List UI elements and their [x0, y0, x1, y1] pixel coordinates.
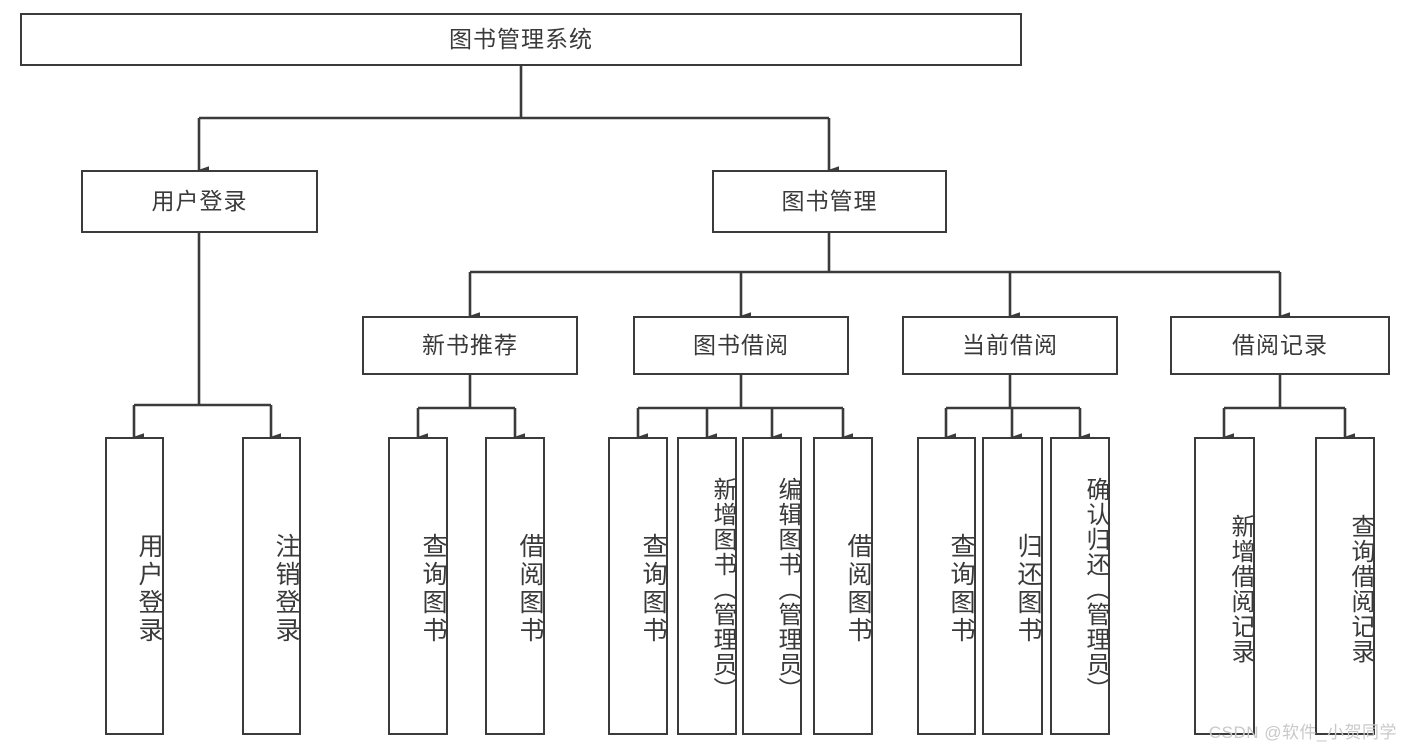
node-label: 新书推荐: [422, 332, 518, 359]
leaf-user-login[interactable]: 用户登录: [105, 437, 164, 735]
node-label: 图书管理系统: [449, 26, 593, 53]
node-label: 查询图书: [639, 533, 667, 645]
leaf-add-borrow-record[interactable]: 新增借阅记录: [1194, 437, 1255, 735]
leaf-edit-book-admin[interactable]: 编辑图书（管理员）: [742, 437, 802, 735]
node-user-login[interactable]: 用户登录: [81, 170, 318, 233]
leaf-borrow-books-borrowing[interactable]: 借阅图书: [813, 437, 873, 735]
leaf-query-books-recommendation[interactable]: 查询图书: [388, 437, 448, 735]
node-label: 注销登录: [272, 533, 300, 645]
leaf-query-books-current[interactable]: 查询图书: [917, 437, 976, 735]
node-label: 借阅图书: [516, 533, 544, 645]
leaf-query-books-borrowing[interactable]: 查询图书: [608, 437, 668, 735]
leaf-return-books[interactable]: 归还图书: [982, 437, 1043, 735]
node-label: 借阅图书: [844, 533, 872, 645]
node-label: 查询图书: [419, 533, 447, 645]
csdn-watermark: CSDN @软件_小贺同学: [1208, 723, 1397, 742]
node-current-borrowing[interactable]: 当前借阅: [902, 316, 1118, 375]
node-label: 新增借阅记录: [1227, 514, 1254, 664]
node-book-management[interactable]: 图书管理: [712, 170, 947, 233]
node-label: 当前借阅: [962, 332, 1058, 359]
node-label: 查询借阅记录: [1347, 514, 1374, 664]
node-label: 新增图书（管理员）: [709, 476, 736, 702]
node-new-book-recommendation[interactable]: 新书推荐: [362, 316, 578, 375]
node-label: 确认归还（管理员）: [1082, 476, 1109, 702]
leaf-query-borrow-record[interactable]: 查询借阅记录: [1315, 437, 1375, 735]
node-label: 图书借阅: [693, 332, 789, 359]
node-label: 查询图书: [947, 533, 975, 645]
leaf-borrow-books-recommendation[interactable]: 借阅图书: [485, 437, 545, 735]
node-label: 图书管理: [781, 188, 878, 215]
connector-lines: [132, 66, 1356, 441]
node-borrowing-record[interactable]: 借阅记录: [1170, 316, 1390, 375]
node-label: 编辑图书（管理员）: [774, 476, 801, 702]
node-label: 借阅记录: [1232, 332, 1328, 359]
node-book-borrowing[interactable]: 图书借阅: [633, 316, 849, 375]
node-label: 归还图书: [1014, 533, 1042, 645]
node-root-book-management-system[interactable]: 图书管理系统: [20, 13, 1022, 66]
leaf-logout[interactable]: 注销登录: [242, 437, 301, 735]
leaf-add-book-admin[interactable]: 新增图书（管理员）: [677, 437, 737, 735]
leaf-confirm-return-admin[interactable]: 确认归还（管理员）: [1050, 437, 1110, 735]
node-label: 用户登录: [151, 188, 248, 215]
node-label: 用户登录: [135, 533, 163, 645]
